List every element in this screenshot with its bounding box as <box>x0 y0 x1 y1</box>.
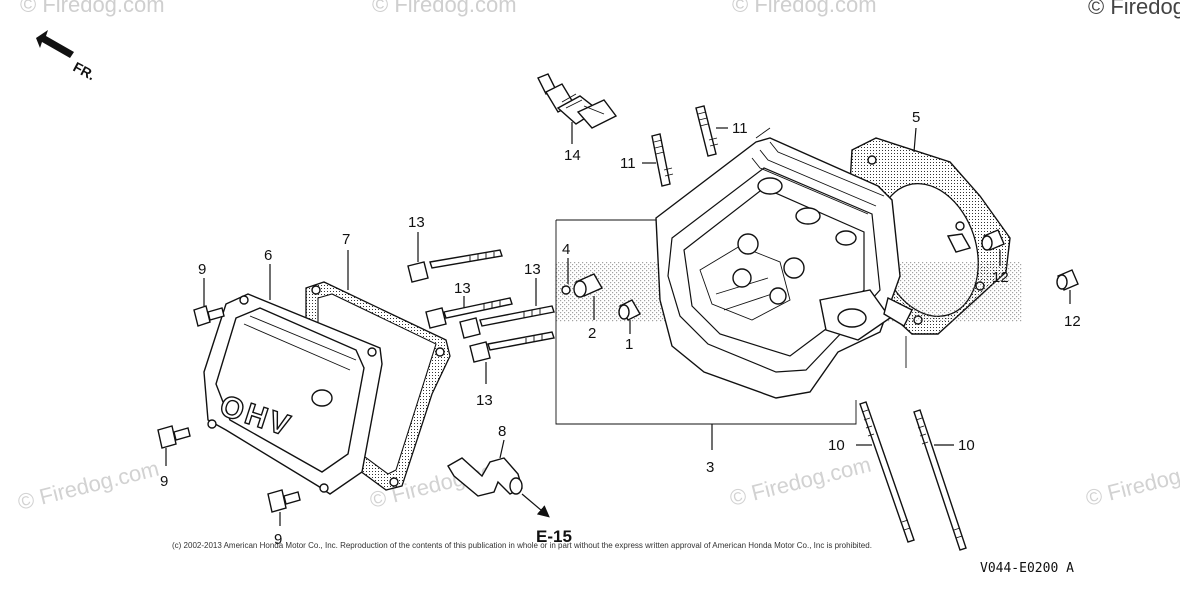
bolt <box>425 297 513 329</box>
callout-13-bottom: 13 <box>476 392 493 409</box>
callout-11-upper: 11 <box>732 120 748 137</box>
callout-1: 1 <box>625 336 633 353</box>
callout-12-lower: 12 <box>1064 313 1081 330</box>
front-label: FR. <box>71 59 98 84</box>
callout-10-right: 10 <box>958 437 975 454</box>
callout-9-left: 9 <box>160 473 168 490</box>
watermark: © Firedog.com <box>1088 0 1180 19</box>
diagram-code: V044-E0200 A <box>980 561 1074 576</box>
watermark: © Firedog.com <box>372 0 517 17</box>
flange-bolt <box>193 305 225 327</box>
stud-bolt <box>651 133 674 187</box>
watermark: © Firedog.com <box>20 0 165 17</box>
callout-14: 14 <box>564 147 581 164</box>
callout-8: 8 <box>498 423 506 440</box>
callout-6: 6 <box>264 247 272 264</box>
callout-13-right: 13 <box>524 261 541 278</box>
reference-label: E-15 <box>536 527 572 546</box>
flange-bolt <box>267 489 301 513</box>
callout-11-lower: 11 <box>620 155 636 172</box>
cylinder-head <box>655 137 913 399</box>
flange-bolt <box>157 425 191 449</box>
callout-9-top: 9 <box>198 261 206 278</box>
callout-9-bottom: 9 <box>274 531 282 548</box>
front-arrow-icon <box>36 30 74 58</box>
cylinder-head-cover: OHV <box>203 293 383 495</box>
callout-13-middle: 13 <box>454 280 471 297</box>
guide-sleeve <box>561 273 603 298</box>
callout-10-left: 10 <box>828 437 845 454</box>
bolt <box>469 331 555 363</box>
dowel-pin <box>981 229 1005 251</box>
copyright-notice: (c) 2002-2013 American Honda Motor Co., … <box>172 541 872 550</box>
long-stud <box>913 409 967 551</box>
callout-12-upper: 12 <box>992 269 1009 286</box>
stud-bolt <box>695 105 719 157</box>
bolt <box>407 249 503 283</box>
sleeve-collar <box>618 299 641 321</box>
front-direction-indicator: FR. <box>36 30 98 83</box>
callout-13-top: 13 <box>408 214 425 231</box>
breather-tube <box>447 457 523 497</box>
watermark: © Firedog.com <box>727 452 873 511</box>
dowel-pin <box>1056 269 1079 291</box>
callout-4: 4 <box>562 241 570 258</box>
callout-5: 5 <box>912 109 920 126</box>
watermark: © Firedog.com <box>1083 452 1180 511</box>
callout-2: 2 <box>588 325 596 342</box>
long-stud <box>859 401 915 543</box>
watermark: © Firedog.com <box>15 456 161 515</box>
bolt <box>459 305 555 339</box>
spark-plug <box>537 73 618 144</box>
callout-7: 7 <box>342 231 350 248</box>
callout-3: 3 <box>706 459 714 476</box>
watermark: © Firedog.com <box>732 0 877 17</box>
